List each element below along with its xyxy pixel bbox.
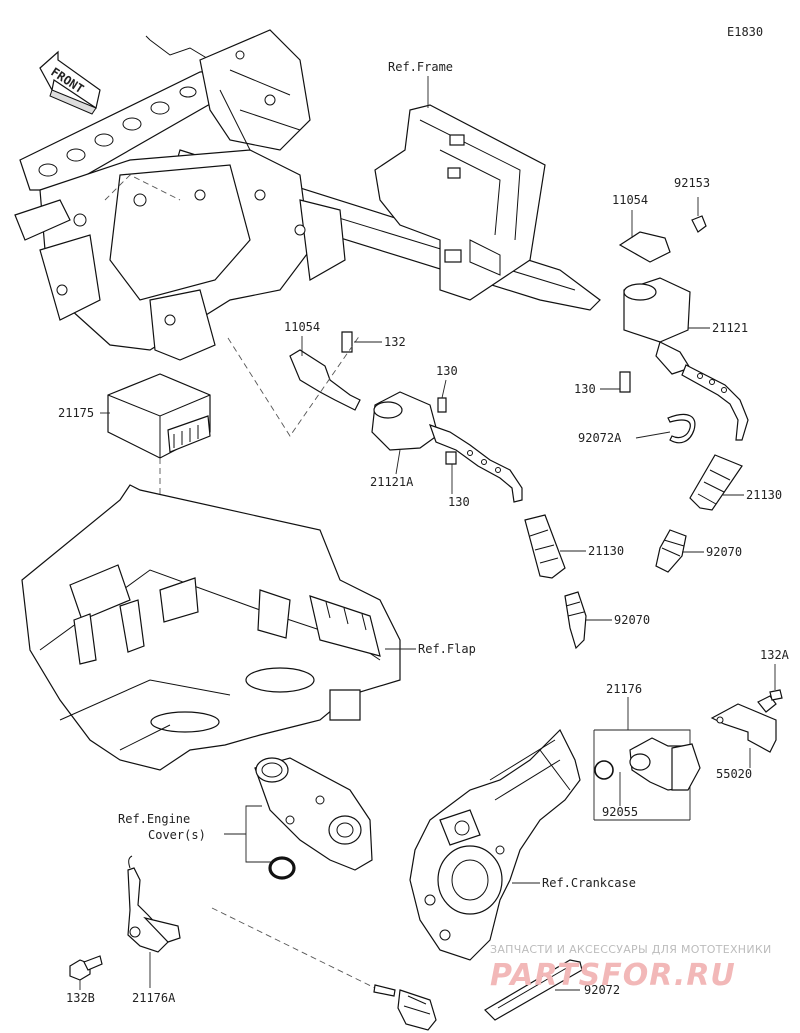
label-21130-right: 21130 bbox=[746, 488, 782, 502]
bolt-132B bbox=[69, 955, 103, 990]
label-132B: 132B bbox=[66, 991, 95, 1005]
o-ring bbox=[268, 856, 296, 880]
spark-plug-92070-mid bbox=[564, 591, 587, 650]
flap-tray: Ref.Flap bbox=[21, 484, 476, 771]
engine-cover bbox=[254, 757, 373, 871]
ignition-coil-21121 bbox=[618, 197, 749, 441]
watermark-logo: PARTSFOR.RU bbox=[490, 958, 736, 993]
sensor-21176 bbox=[593, 697, 701, 821]
spark-plug-92070-right bbox=[655, 529, 687, 573]
label-21121: 21121 bbox=[712, 321, 748, 335]
label-11054-top: 11054 bbox=[612, 193, 648, 207]
label-21175: 21175 bbox=[58, 406, 94, 420]
ref-engine-label-1: Ref.Engine bbox=[118, 812, 190, 826]
label-21176A: 21176A bbox=[132, 991, 176, 1005]
label-92070-right: 92070 bbox=[706, 545, 742, 559]
ref-frame-label: Ref.Frame bbox=[388, 60, 453, 74]
watermark-tagline: ЗАПЧАСТИ И АКСЕССУАРЫ ДЛЯ МОТОТЕХНИКИ bbox=[490, 943, 772, 956]
plug-cap-21130-mid bbox=[524, 514, 566, 579]
cable-tie-92072 bbox=[484, 959, 583, 1021]
label-92072A: 92072A bbox=[578, 431, 622, 445]
crankcase: Ref.Crankcase bbox=[409, 728, 636, 961]
bolt-132A bbox=[757, 664, 783, 713]
label-92072: 92072 bbox=[584, 983, 620, 997]
label-21176: 21176 bbox=[606, 682, 642, 696]
frame-assembly bbox=[14, 29, 601, 361]
label-132: 132 bbox=[384, 335, 406, 349]
label-92070-mid: 92070 bbox=[614, 613, 650, 627]
ref-flap-label: Ref.Flap bbox=[418, 642, 476, 656]
ignition-coil-21121A bbox=[289, 331, 523, 503]
label-21121A: 21121A bbox=[370, 475, 414, 489]
label-55020: 55020 bbox=[716, 767, 752, 781]
ref-crankcase-label: Ref.Crankcase bbox=[542, 876, 636, 890]
label-130-mid-bottom: 130 bbox=[448, 495, 470, 509]
ref-engine-cover: Ref.Engine Cover(s) bbox=[118, 805, 272, 863]
label-130-mid-top: 130 bbox=[436, 364, 458, 378]
label-92153: 92153 bbox=[674, 176, 710, 190]
ref-engine-label-2: Cover(s) bbox=[148, 828, 206, 842]
label-130-right: 130 bbox=[574, 382, 596, 396]
band-92072A bbox=[667, 413, 696, 444]
label-11054-mid: 11054 bbox=[284, 320, 320, 334]
label-92055: 92055 bbox=[602, 805, 638, 819]
bracket-55020 bbox=[710, 703, 777, 768]
front-arrow-icon: FRONT bbox=[39, 50, 101, 115]
harness-connector bbox=[373, 984, 437, 1031]
label-132A: 132A bbox=[760, 648, 790, 662]
frame-bracket: Ref.Frame bbox=[374, 60, 546, 301]
module-21175 bbox=[107, 373, 211, 600]
label-21130-mid: 21130 bbox=[588, 544, 624, 558]
plug-cap-21130-right bbox=[689, 454, 743, 511]
diagram-code: E1830 bbox=[727, 25, 763, 39]
sensor-21176A bbox=[127, 855, 181, 988]
